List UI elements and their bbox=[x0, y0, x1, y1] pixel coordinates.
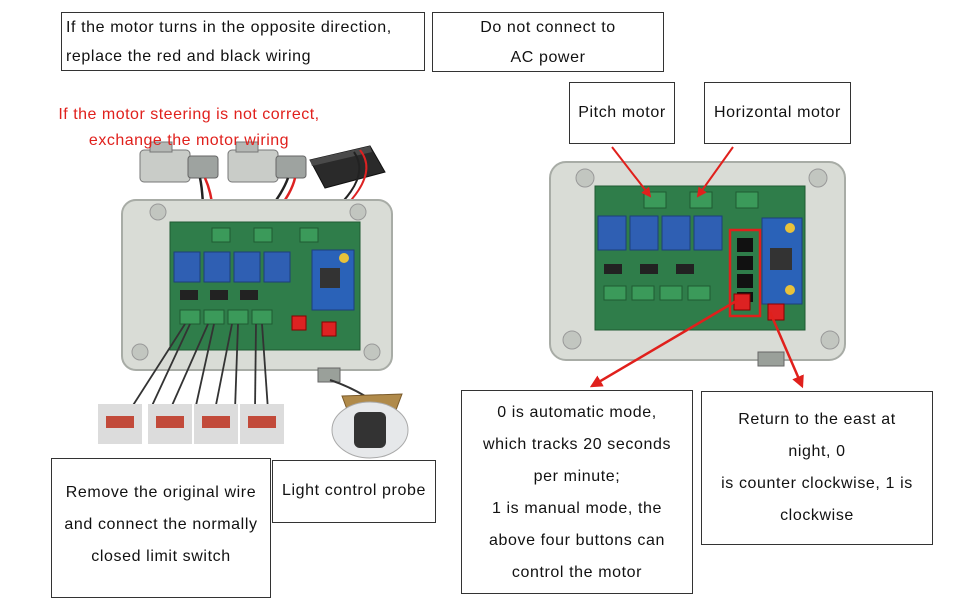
limit-switch-label: Remove the original wire and connect the… bbox=[51, 458, 271, 598]
label-text: Light control probe bbox=[282, 482, 426, 499]
note-line: If the motor steering is not correct, bbox=[58, 106, 320, 123]
limit-switch-wires bbox=[129, 323, 269, 411]
label-text: Horizontal motor bbox=[714, 104, 841, 121]
light-probe-label: Light control probe bbox=[272, 460, 436, 523]
pitch-motor-left bbox=[139, 141, 222, 233]
label-line: above four buttons can bbox=[489, 532, 665, 549]
annotation-arrows bbox=[589, 146, 804, 389]
pitch-motor-label: Pitch motor bbox=[569, 82, 675, 144]
note-line: replace the red and black wiring bbox=[66, 48, 312, 65]
label-line: 0 is automatic mode, bbox=[497, 404, 657, 421]
horizontal-motor-left bbox=[227, 141, 307, 233]
steering-note: If the motor steering is not correct, ex… bbox=[30, 102, 348, 154]
horizontal-motor-label: Horizontal motor bbox=[704, 82, 851, 144]
label-line: clockwise bbox=[780, 507, 854, 524]
manual-buttons-highlight bbox=[728, 228, 762, 318]
label-text: Pitch motor bbox=[578, 104, 666, 121]
note-line: Do not connect to bbox=[480, 19, 616, 36]
label-line: night, 0 bbox=[788, 443, 846, 460]
label-line: is counter clockwise, 1 is bbox=[721, 475, 913, 492]
mode-switch-label: 0 is automatic mode, which tracks 20 sec… bbox=[461, 390, 693, 594]
return-switch-label: Return to the east at night, 0 is counte… bbox=[701, 391, 933, 545]
label-line: per minute; bbox=[533, 468, 621, 485]
label-line: Return to the east at bbox=[738, 411, 896, 428]
note-line: If the motor turns in the opposite direc… bbox=[66, 19, 392, 36]
label-line: which tracks 20 seconds bbox=[482, 436, 672, 453]
label-line: 1 is manual mode, the bbox=[491, 500, 663, 517]
enclosure-left bbox=[121, 199, 393, 383]
note-line: exchange the motor wiring bbox=[88, 132, 290, 149]
note-line: AC power bbox=[510, 49, 586, 66]
limit-switches bbox=[98, 404, 284, 444]
enclosure-right bbox=[549, 161, 846, 367]
label-line: closed limit switch bbox=[91, 548, 231, 565]
light-probe-left bbox=[329, 379, 409, 459]
label-line: Remove the original wire bbox=[65, 484, 257, 501]
label-line: control the motor bbox=[511, 564, 643, 581]
reverse-direction-note: If the motor turns in the opposite direc… bbox=[61, 12, 425, 71]
label-line: and connect the normally bbox=[64, 516, 258, 533]
no-ac-power-note: Do not connect to AC power bbox=[432, 12, 664, 72]
